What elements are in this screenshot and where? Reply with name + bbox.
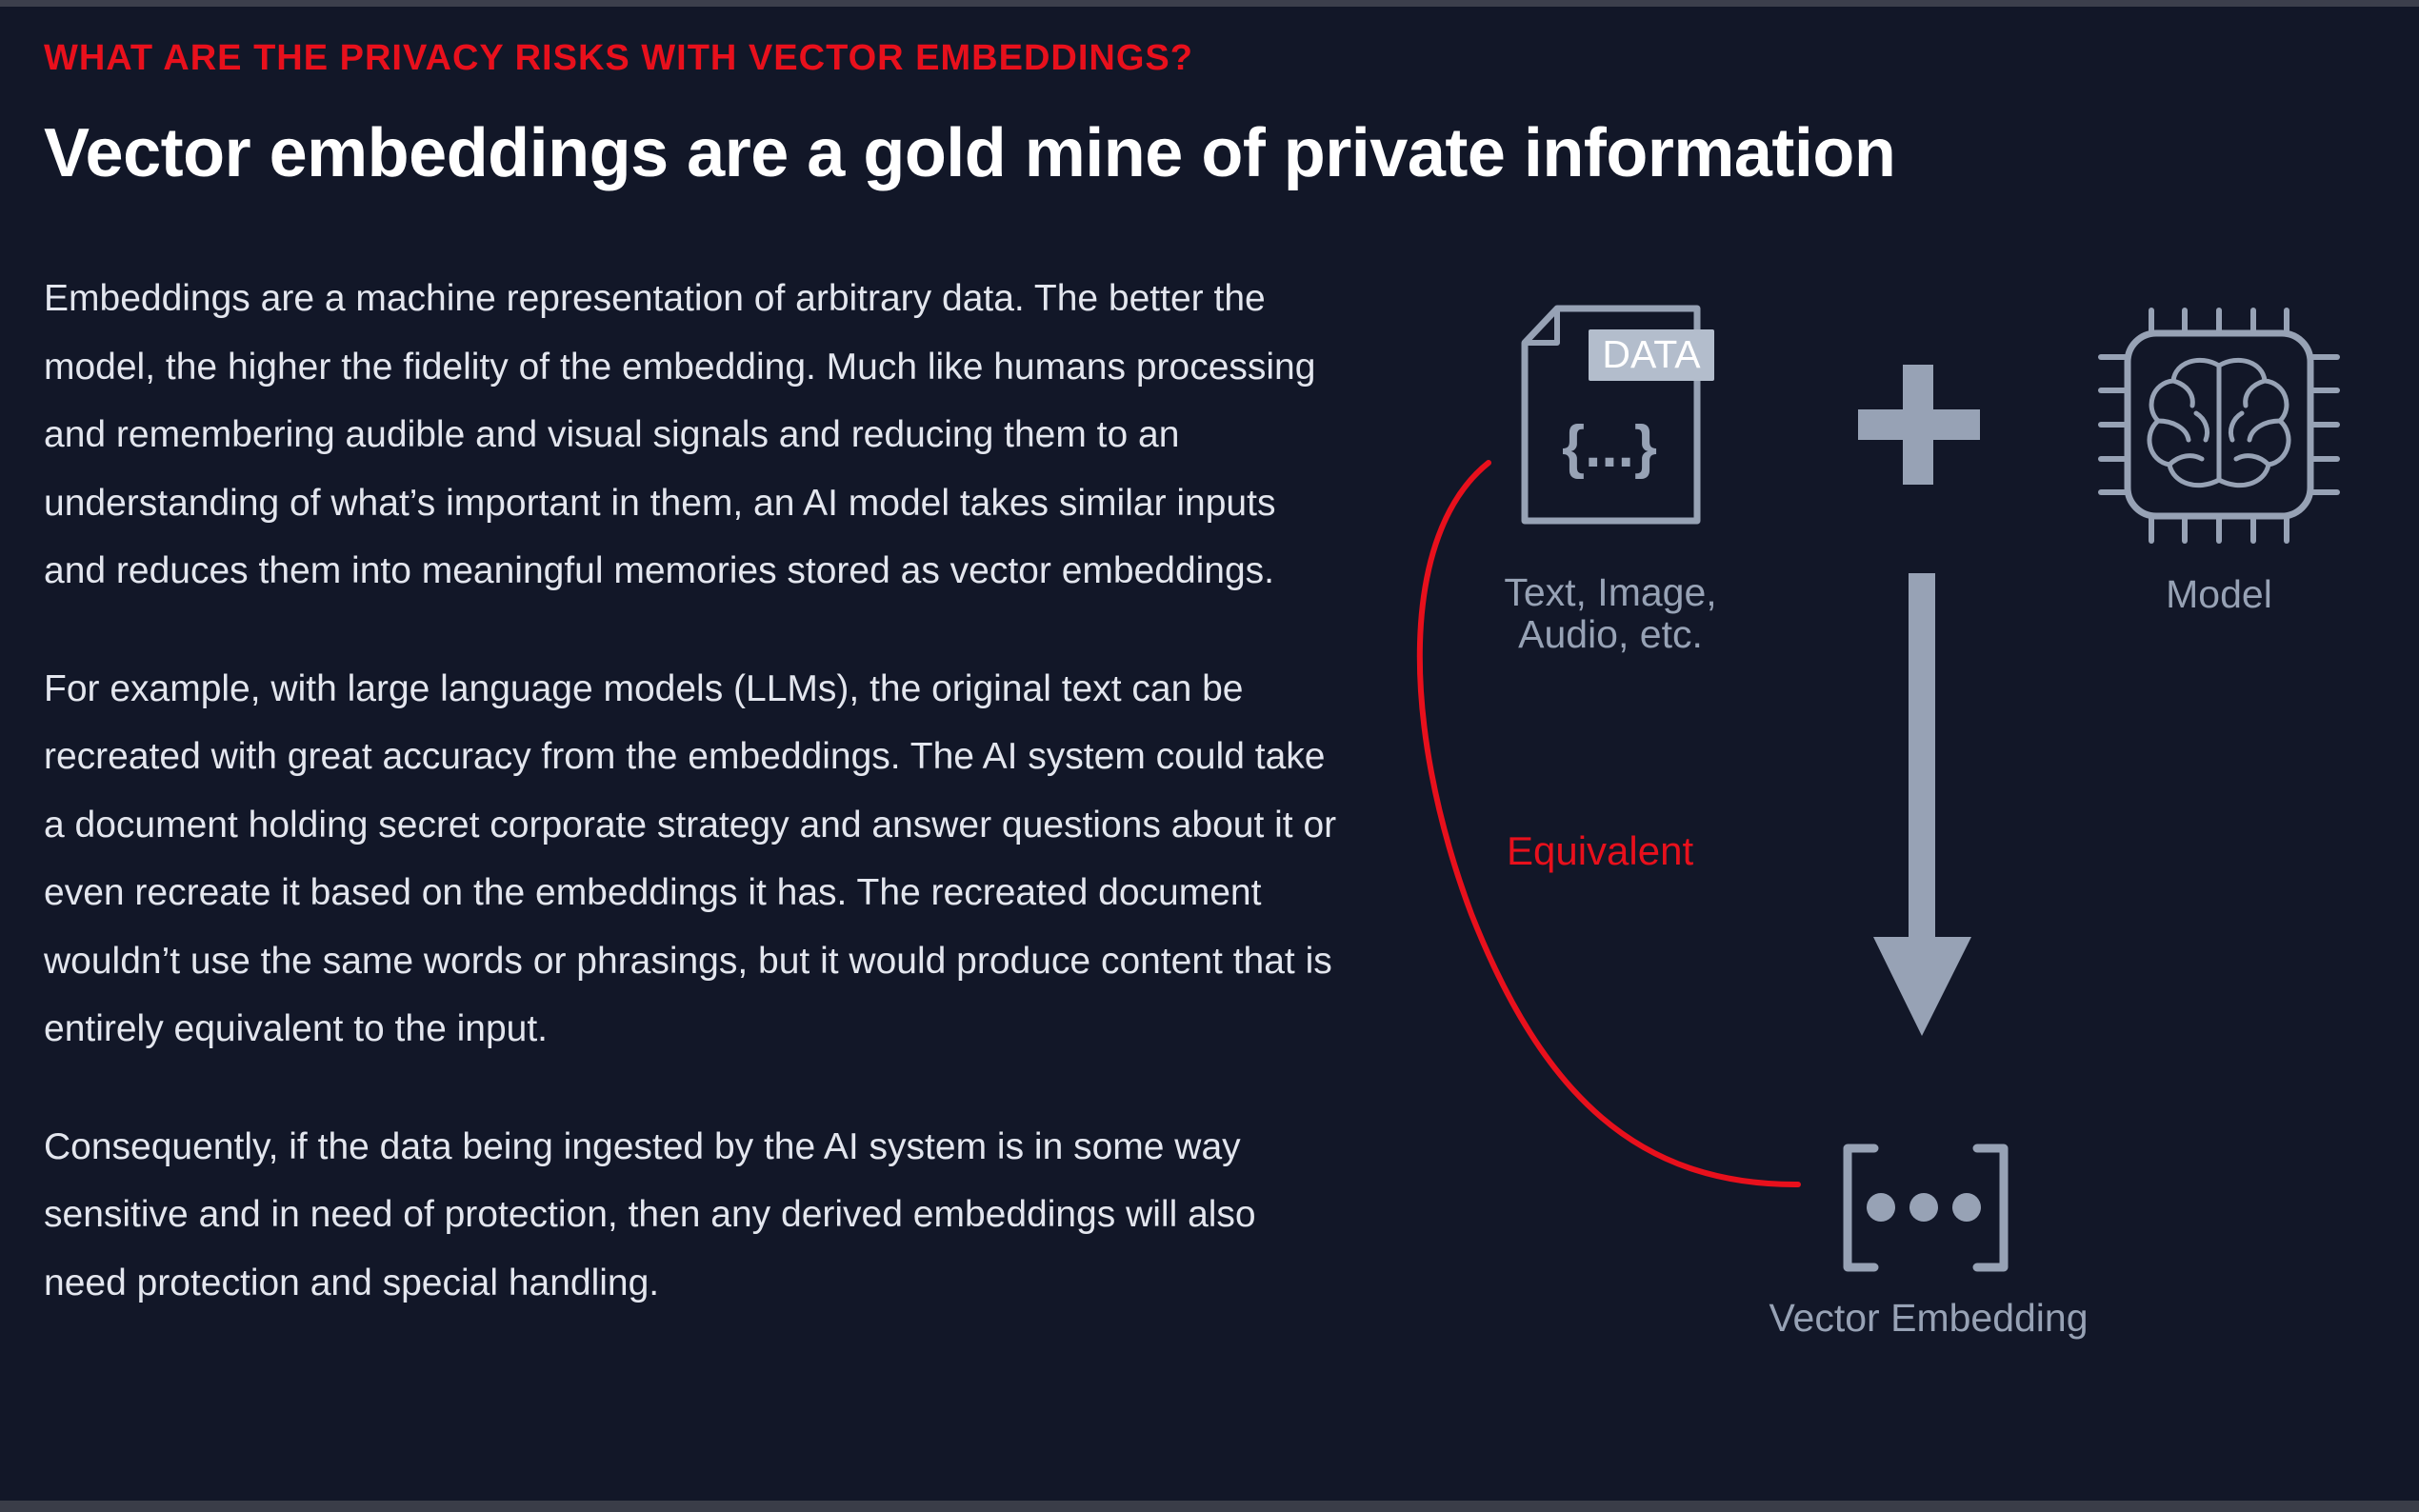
body-paragraph-1: Embeddings are a machine representation … xyxy=(44,278,1316,591)
body-paragraph-2: For example, with large language models … xyxy=(44,667,1337,1050)
vector-dot xyxy=(1909,1193,1938,1222)
plus-icon xyxy=(1858,365,1980,485)
data-badge-label: DATA xyxy=(1602,332,1701,376)
slide-title: Vector embeddings are a gold mine of pri… xyxy=(44,115,1896,191)
section-eyebrow: WHAT ARE THE PRIVACY RISKS WITH VECTOR E… xyxy=(44,38,1193,78)
body-paragraph-3: Consequently, if the data being ingested… xyxy=(44,1125,1256,1303)
body-text: Embeddings are a machine representation … xyxy=(44,265,1339,1366)
vector-embedding-icon xyxy=(1843,1144,2009,1272)
data-badge xyxy=(1589,329,1714,381)
data-glyph: {...} xyxy=(1562,414,1657,480)
data-caption-line-1: Text, Image, xyxy=(1504,570,1717,614)
brain-glyph xyxy=(2147,357,2291,488)
data-file-icon: DATA {...} xyxy=(1521,305,1714,525)
model-caption: Model xyxy=(2166,572,2272,616)
data-caption-line-2: Audio, etc. xyxy=(1518,612,1703,656)
equivalent-label: Equivalent xyxy=(1507,828,1694,873)
bottom-edge-strip xyxy=(0,1501,2419,1512)
down-arrow-icon xyxy=(1873,573,1971,1036)
equivalence-curve xyxy=(1416,460,1801,1188)
vector-dot xyxy=(1952,1193,1981,1222)
vector-dot xyxy=(1867,1193,1895,1222)
data-caption: Text, Image, Audio, etc. xyxy=(1486,571,1735,655)
brain-chip-icon xyxy=(2098,308,2340,544)
vector-embedding-caption: Vector Embedding xyxy=(1769,1296,2089,1340)
top-edge-strip xyxy=(0,0,2419,7)
